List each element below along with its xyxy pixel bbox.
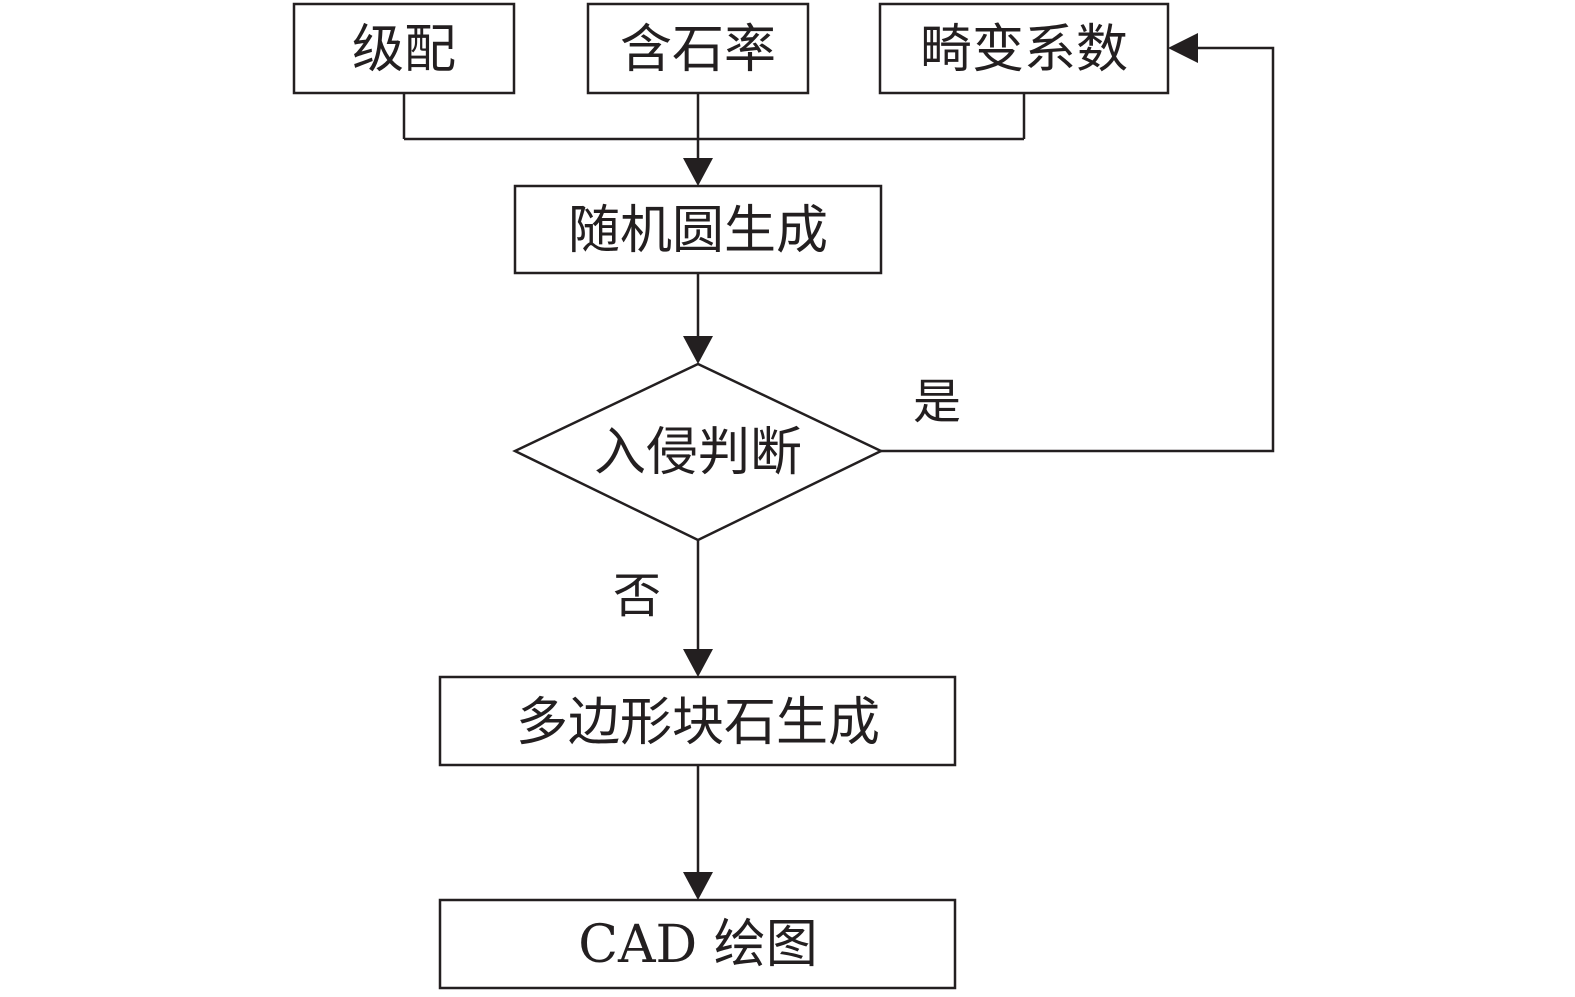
node-cad-drawing: CAD 绘图 (438, 898, 957, 990)
arrow-to-polygon-stone (683, 649, 713, 677)
node-distortion-coefficient: 畸变系数 (878, 2, 1170, 95)
edge-label-no: 否 (613, 568, 661, 624)
node-gradation: 级配 (292, 2, 516, 95)
connector-no-path: 否 (613, 540, 713, 677)
merge-connector (402, 93, 1026, 186)
node-intrusion-check-label: 入侵判断 (594, 423, 802, 483)
arrow-to-distortion-coefficient (1168, 33, 1198, 63)
node-intrusion-check: 入侵判断 (512, 362, 884, 542)
connector-polygon-to-cad (683, 765, 713, 900)
node-distortion-coefficient-label: 畸变系数 (920, 20, 1128, 80)
node-cad-drawing-label: CAD 绘图 (578, 915, 818, 975)
arrow-to-random-circle (683, 158, 713, 186)
node-gradation-label: 级配 (352, 20, 456, 80)
node-random-circle-label: 随机圆生成 (568, 201, 828, 261)
arrow-to-cad-drawing (683, 872, 713, 900)
node-stone-content: 含石率 (586, 2, 810, 95)
node-polygon-stone: 多边形块石生成 (438, 675, 957, 767)
connector-circle-to-check (683, 273, 713, 364)
arrow-to-intrusion-check (683, 336, 713, 364)
connector-yes-loop: 是 (881, 33, 1275, 453)
node-random-circle: 随机圆生成 (513, 184, 883, 275)
node-stone-content-label: 含石率 (620, 20, 776, 80)
node-polygon-stone-label: 多边形块石生成 (516, 693, 880, 753)
edge-label-yes: 是 (913, 374, 961, 430)
